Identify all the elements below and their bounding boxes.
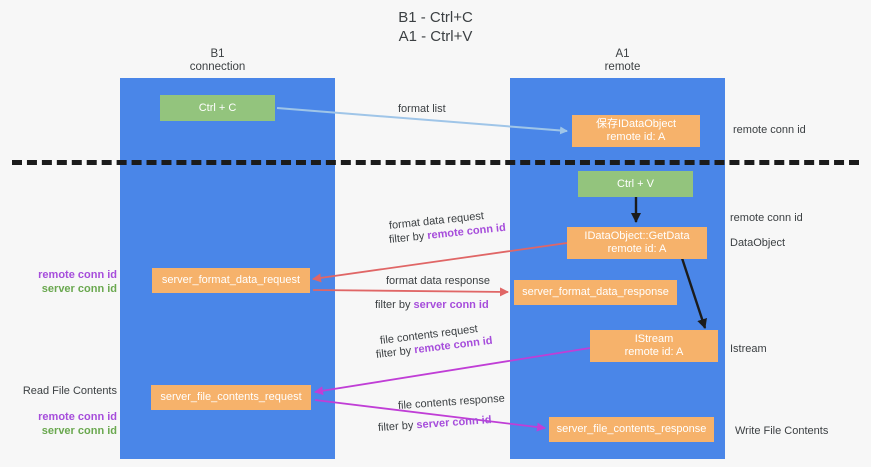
edge-label-file-contents-response-filter: filter by server conn id — [378, 413, 492, 435]
edge-label-format-list: format list — [398, 103, 446, 115]
annotation-left-low-server: server conn id — [41, 425, 117, 437]
box-server-format-data-response[interactable]: server_format_data_response — [514, 280, 677, 305]
box-server-format-data-response-label: server_format_data_response — [522, 286, 669, 298]
annotation-left-mid: remote conn id server conn id — [0, 268, 117, 296]
box-idataobject-getdata[interactable]: IDataObject::GetData remote id: A — [567, 227, 707, 259]
box-save-idataobject[interactable]: 保存IDataObject remote id: A — [572, 115, 700, 147]
column-header-a1: A1 remote — [555, 48, 690, 74]
box-save-idataobject-label: 保存IDataObject — [595, 118, 677, 130]
filter-prefix: filter by — [377, 419, 417, 434]
box-ctrl-c[interactable]: Ctrl + C — [160, 95, 275, 121]
annotation-right-mid-remote: remote conn id — [730, 212, 803, 224]
box-ctrl-v[interactable]: Ctrl + V — [578, 171, 693, 197]
column-header-b1: B1 connection — [150, 48, 285, 74]
filter-prefix: filter by — [388, 230, 428, 246]
annotation-left-mid-remote: remote conn id — [38, 269, 117, 281]
edge-label-file-contents-response: file contents response — [397, 392, 506, 412]
section-divider — [12, 160, 859, 165]
annotation-dataobject: DataObject — [730, 237, 786, 249]
edge-label-format-data-response: format data response — [386, 275, 490, 287]
arrow-format-data-response — [312, 287, 509, 297]
box-server-format-data-request[interactable]: server_format_data_request — [152, 268, 310, 293]
annotation-istream: Istream — [730, 343, 767, 355]
box-ctrl-v-label: Ctrl + V — [617, 177, 654, 190]
annotation-left-low: Read File Contents remote conn id server… — [0, 384, 117, 438]
box-idataobject-getdata-label: IDataObject::GetData — [584, 230, 690, 242]
column-header-b1-sub: connection — [189, 61, 246, 73]
box-istream-label: IStream — [634, 333, 674, 345]
annotation-right-top-remote: remote conn id — [733, 124, 806, 136]
box-ctrl-c-label: Ctrl + C — [198, 101, 237, 114]
column-header-b1-name: B1 — [210, 48, 225, 60]
edge-label-format-data-response-filter: filter by server conn id — [375, 298, 489, 312]
annotation-write-file-contents: Write File Contents — [735, 425, 829, 437]
annotation-read-file-contents: Read File Contents — [22, 385, 117, 397]
filter-key-server-conn-id: server conn id — [413, 299, 489, 311]
filter-key-server-conn-id: server conn id — [416, 414, 492, 432]
box-save-idataobject-remote-id: remote id: A — [606, 131, 666, 143]
page-title: B1 - Ctrl+C A1 - Ctrl+V — [398, 9, 473, 45]
annotation-left-low-remote: remote conn id — [38, 411, 117, 423]
box-server-file-contents-request[interactable]: server_file_contents_request — [151, 385, 311, 410]
column-header-a1-name: A1 — [615, 48, 630, 60]
box-idataobject-getdata-remote-id: remote id: A — [607, 243, 667, 255]
filter-prefix: filter by — [375, 344, 415, 361]
box-istream-remote-id: remote id: A — [624, 346, 684, 358]
filter-prefix: filter by — [375, 299, 414, 311]
box-server-format-data-request-label: server_format_data_request — [161, 274, 301, 286]
annotation-left-mid-server: server conn id — [41, 283, 117, 295]
box-server-file-contents-request-label: server_file_contents_request — [160, 391, 302, 403]
box-server-file-contents-response[interactable]: server_file_contents_response — [549, 417, 714, 442]
box-server-file-contents-response-label: server_file_contents_response — [556, 423, 707, 435]
box-istream[interactable]: IStream remote id: A — [590, 330, 718, 362]
column-header-a1-sub: remote — [604, 61, 641, 73]
